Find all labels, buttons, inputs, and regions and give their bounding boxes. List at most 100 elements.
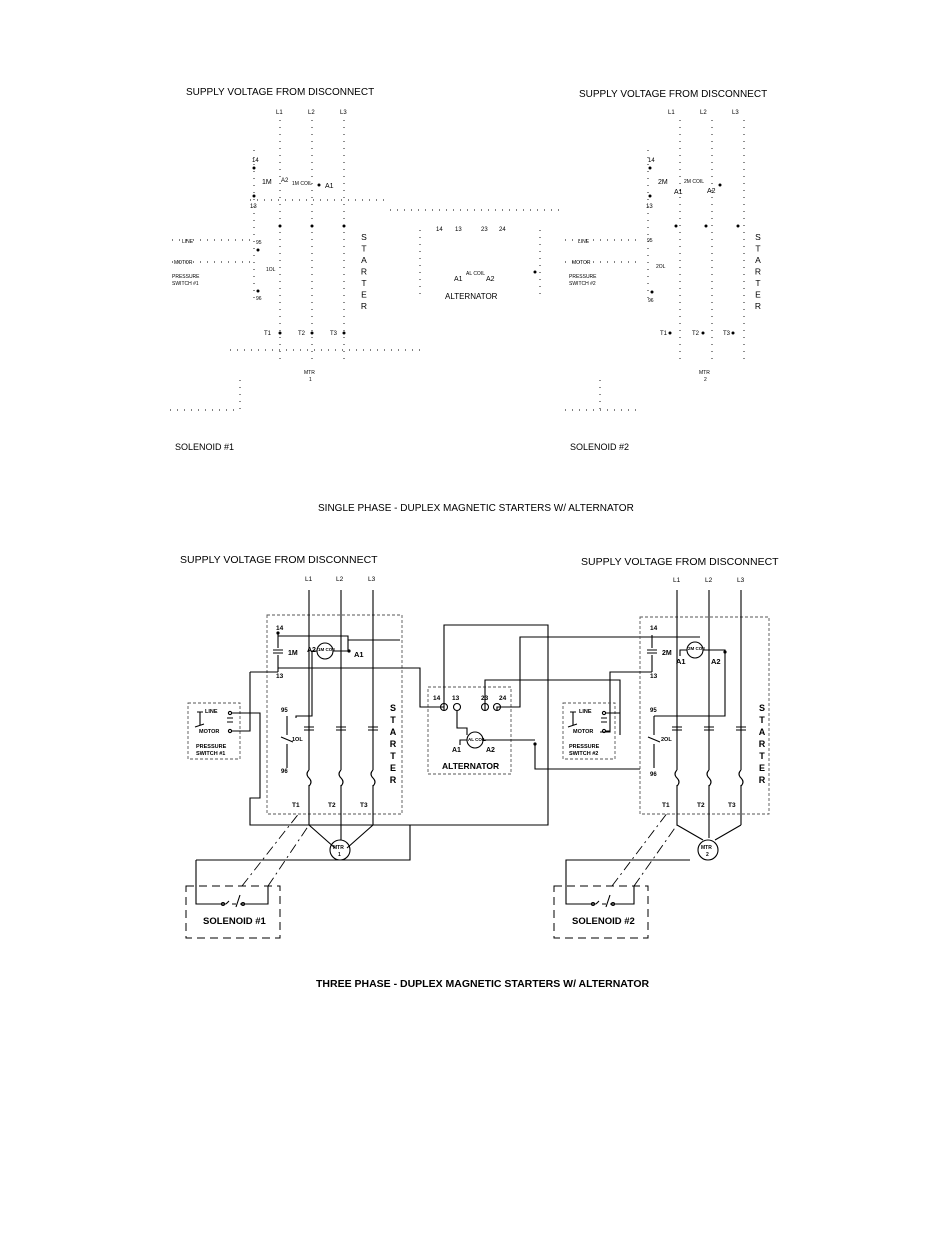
top-alt-14: 14 xyxy=(436,227,443,233)
motor-1-label-a: MTR xyxy=(333,845,344,851)
starter-letter: T xyxy=(390,751,396,761)
starter-letter: R xyxy=(759,739,766,749)
right-contact-14: 14 xyxy=(650,625,658,632)
top-left-t3: T3 xyxy=(330,331,338,337)
right-contact-13: 13 xyxy=(650,673,658,680)
right-95: 95 xyxy=(650,708,657,714)
pressure-switch-2: LINE MOTOR PRESSURE SWITCH #2 xyxy=(562,702,620,760)
starter-letter: T xyxy=(755,244,760,254)
top-left-coil: 1M COIL xyxy=(292,181,312,187)
top-left-t2: T2 xyxy=(298,331,306,337)
ps1-switch: SWITCH #1 xyxy=(196,751,225,757)
starter-letter: R xyxy=(755,267,761,277)
top-starter-left-vertical: STARTER xyxy=(361,232,367,311)
top-right-coil: 2M COIL xyxy=(684,179,704,185)
top-motor1-a: MTR xyxy=(304,370,315,376)
left-95: 95 xyxy=(281,708,288,714)
starter-letter: S xyxy=(759,703,765,713)
left-l3-label: L3 xyxy=(368,576,376,583)
top-solenoid-right: SOLENOID #2 xyxy=(570,442,629,452)
right-starter: L1 L2 L3 14 2M 13 2M COIL A1 A2 95 2OL 9… xyxy=(600,577,770,861)
right-l2-label: L2 xyxy=(705,577,713,584)
motor-2-symbol xyxy=(697,839,719,861)
ps2-line: LINE xyxy=(579,709,592,715)
top-alt-13: 13 xyxy=(455,227,462,233)
alt-24: 24 xyxy=(499,695,507,702)
right-a1: A1 xyxy=(676,657,686,666)
right-t3: T3 xyxy=(728,802,736,809)
top-left-motor: MOTOR xyxy=(174,260,193,266)
top-alt-24: 24 xyxy=(499,227,506,233)
top-right-a1: A1 xyxy=(674,189,683,196)
alternator: 14 13 23 24 AL COIL A1 A2 ALTERNATOR xyxy=(278,624,672,826)
left-starter-vertical-label: STARTER xyxy=(390,703,397,785)
right-96: 96 xyxy=(650,772,657,778)
top-left-line: LINE xyxy=(182,239,194,245)
ps2-pressure: PRESSURE xyxy=(569,744,600,750)
top-supply-left-label: SUPPLY VOLTAGE FROM DISCONNECT xyxy=(186,87,374,98)
left-a1: A1 xyxy=(354,650,364,659)
ps1-motor: MOTOR xyxy=(199,729,219,735)
starter-letter: S xyxy=(361,232,367,242)
motor-1-label-b: 1 xyxy=(338,852,341,858)
left-contact-14: 14 xyxy=(276,625,284,632)
top-left-a1: A1 xyxy=(325,183,334,190)
starter-letter: S xyxy=(755,232,761,242)
alt-13: 13 xyxy=(452,695,460,702)
left-starter: L1 L2 L3 14 1M 13 1M COIL A2 A1 95 1OL 9… xyxy=(250,576,403,861)
alt-14: 14 xyxy=(433,695,441,702)
top-right-96: 96 xyxy=(648,298,654,304)
starter-letter: A xyxy=(755,255,761,265)
top-left-ol: 1OL xyxy=(266,267,276,273)
starter-letter: T xyxy=(759,751,765,761)
right-starter-vertical-label: STARTER xyxy=(759,703,766,785)
top-right-2m: 2M xyxy=(658,179,668,186)
starter-letter: T xyxy=(361,244,366,254)
top-left-pressure: PRESSURE xyxy=(172,274,200,280)
bottom-caption: THREE PHASE - DUPLEX MAGNETIC STARTERS W… xyxy=(316,978,650,990)
ps1-line: LINE xyxy=(205,709,218,715)
left-contact-13: 13 xyxy=(276,673,284,680)
single-phase-diagram: SUPPLY VOLTAGE FROM DISCONNECT SUPPLY VO… xyxy=(170,87,767,514)
left-starter-enclosure xyxy=(266,614,403,815)
alternator-label: ALTERNATOR xyxy=(442,761,499,771)
left-t3: T3 xyxy=(360,802,368,809)
bottom-supply-right-label: SUPPLY VOLTAGE FROM DISCONNECT xyxy=(581,556,779,568)
top-alternator-label: ALTERNATOR xyxy=(445,292,498,301)
top-left-95: 95 xyxy=(256,240,262,246)
right-l3-label: L3 xyxy=(737,577,745,584)
solenoid-1: SOLENOID #1 xyxy=(185,811,310,939)
motor-2-label-b: 2 xyxy=(706,852,709,858)
motor-2-label-a: MTR xyxy=(701,845,712,851)
top-left-14: 14 xyxy=(252,158,259,164)
right-l1-label: L1 xyxy=(673,577,681,584)
left-overloads xyxy=(306,769,376,787)
left-l1-label: L1 xyxy=(305,576,313,583)
right-t1: T1 xyxy=(662,802,670,809)
left-contacts xyxy=(304,726,378,731)
starter-letter: A xyxy=(390,727,397,737)
top-l2-label: L2 xyxy=(308,110,315,116)
alt-coil-label: AL COIL xyxy=(468,737,486,742)
starter-letter: T xyxy=(390,715,396,725)
top-right-a2: A2 xyxy=(707,188,716,195)
top-alt-a1: A1 xyxy=(454,276,463,283)
top-starter-right-vertical: STARTER xyxy=(755,232,761,311)
top-supply-right-label: SUPPLY VOLTAGE FROM DISCONNECT xyxy=(579,89,767,100)
top-alt-23: 23 xyxy=(481,227,488,233)
left-coil-label: 1M COIL xyxy=(318,647,337,652)
left-aux-1m: 1M xyxy=(288,650,298,657)
top-alt-coil: AL COIL xyxy=(466,271,485,277)
right-starter-enclosure xyxy=(639,616,770,815)
top-l1-right-label: L1 xyxy=(668,110,675,116)
three-phase-diagram: SUPPLY VOLTAGE FROM DISCONNECT SUPPLY VO… xyxy=(180,554,779,990)
ps2-switch: SWITCH #2 xyxy=(569,751,598,757)
pressure-switch-1: LINE MOTOR PRESSURE SWITCH #1 xyxy=(187,672,411,861)
top-motor2-a: MTR xyxy=(699,370,710,376)
top-faint-wiring xyxy=(170,120,745,411)
starter-letter: T xyxy=(759,715,765,725)
top-left-96: 96 xyxy=(256,296,262,302)
left-ol-label: 1OL xyxy=(292,737,303,743)
top-right-13: 13 xyxy=(646,204,653,210)
